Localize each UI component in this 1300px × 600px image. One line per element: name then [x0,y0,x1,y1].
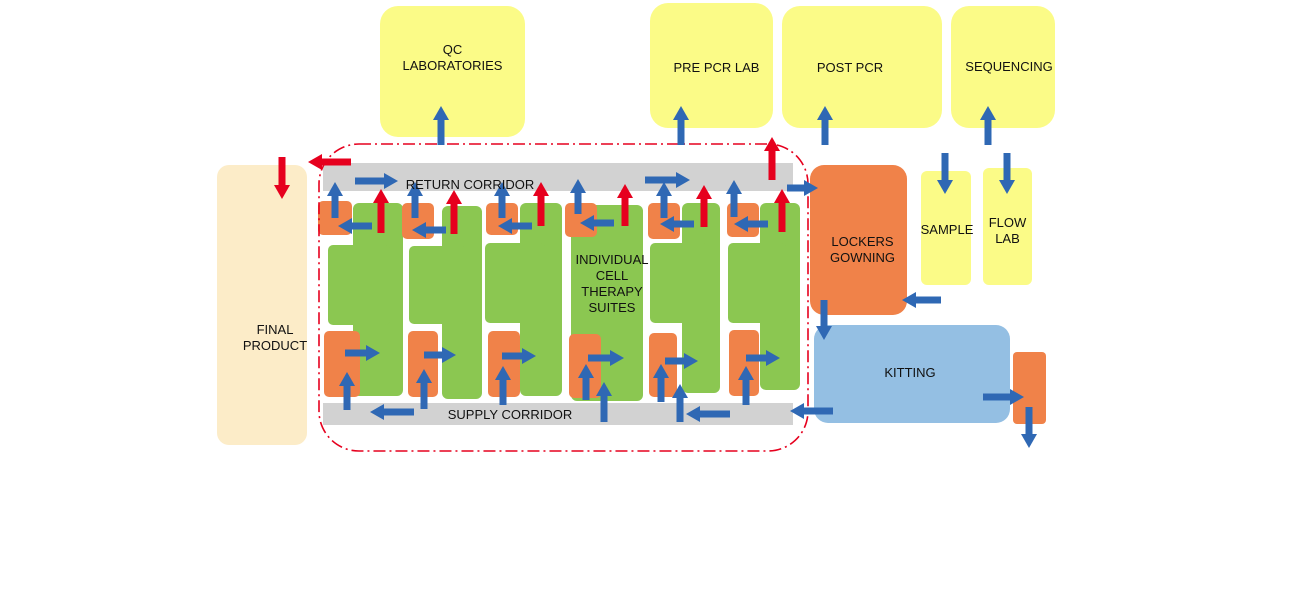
flow-lab-label: FLOW LAB [988,215,1027,246]
cleanroom-boundary [318,143,809,452]
suites-label: INDIVIDUAL CELL THERAPY SUITES [575,252,649,315]
sample-label: SAMPLE [920,222,974,237]
suite-6-green-wide [728,243,786,323]
qc-laboratories-label: QC LABORATORIES [402,42,503,73]
final-product-label: FINAL PRODUCT [242,322,308,353]
sequencing-label: SEQUENCING [965,59,1053,74]
lockers-gowning-label: LOCKERS GOWNING [830,234,895,265]
red-return-arrows [274,137,790,234]
pre-pcr-lab-room [650,3,773,128]
qc-laboratories-room [380,6,525,137]
supply-corridor-label: SUPPLY CORRIDOR [447,407,573,422]
post-pcr-label: POST PCR [816,60,884,75]
kitting-room [814,325,1010,423]
return-corridor-label: RETURN CORRIDOR [405,177,535,192]
supply-corridor [323,403,793,425]
suite-1-ante-bottom [324,331,360,397]
kitting-label: KITTING [884,365,936,380]
lockers-gowning-room [810,165,907,315]
suite-3-green-wide [485,243,545,323]
suite-5-green-wide [650,243,708,323]
post-pcr-room [782,6,942,128]
suite-1-green-wide [328,245,390,325]
pre-pcr-lab-label: PRE PCR LAB [673,60,760,75]
final-product-room [217,165,307,445]
blue-flow-arrows [327,106,1037,448]
suite-2-green-wide [409,246,467,324]
return-corridor [323,163,793,191]
sequencing-room [951,6,1055,128]
